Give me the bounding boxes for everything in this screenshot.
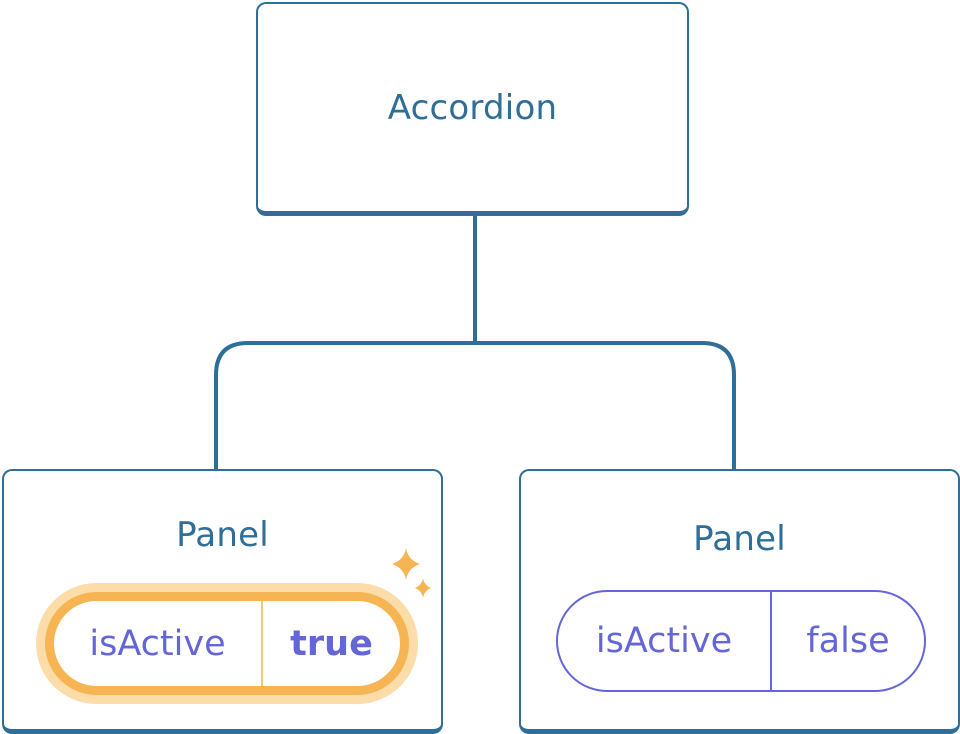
panel-node-active: Panel isActive true [2,469,443,734]
state-pill: isActive false [556,590,926,692]
pill-divider [770,592,772,690]
state-pill-highlighted: isActive true [45,592,409,695]
accordion-label: Accordion [387,88,558,128]
connector-branch [214,341,736,471]
accordion-node: Accordion [256,2,689,216]
panel-node-inactive: Panel isActive false [519,469,960,734]
pill-divider [261,601,263,686]
state-key: isActive [595,621,733,661]
state-key: isActive [89,623,226,664]
state-value: true [290,623,373,664]
sparkle-icon [392,548,431,598]
panel-label: Panel [693,519,786,559]
state-value: false [806,621,890,661]
panel-label: Panel [176,515,269,555]
